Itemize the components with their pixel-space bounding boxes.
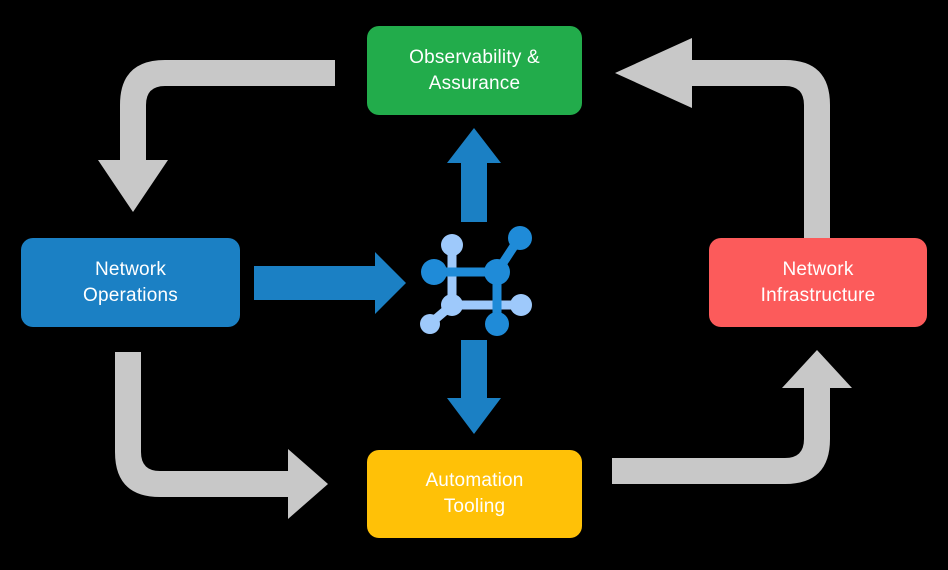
network-node-bottom-left — [441, 294, 463, 316]
network-node-bottom-left-spoke — [420, 314, 440, 334]
arrow-center-to-automation — [447, 340, 501, 434]
arrow-infrastructure-to-observability — [615, 38, 830, 238]
network-node-right-spoke — [510, 294, 532, 316]
network-node-hub — [484, 259, 510, 285]
arrow-operations-to-center — [254, 252, 406, 314]
network-icon-nodes — [420, 226, 532, 336]
network-node-left — [421, 259, 447, 285]
node-box-network-operations[interactable]: Network Operations — [21, 238, 240, 327]
node-box-network-infrastructure[interactable]: Network Infrastructure — [709, 238, 927, 327]
arrow-automation-to-infrastructure — [612, 350, 852, 484]
node-box-observability-assurance[interactable]: Observability & Assurance — [367, 26, 582, 115]
node-box-automation-tooling[interactable]: Automation Tooling — [367, 450, 582, 538]
arrow-observability-to-operations — [98, 60, 335, 212]
arrow-operations-to-automation — [115, 352, 328, 519]
network-node-bottom — [485, 312, 509, 336]
network-node-top-left-spoke — [441, 234, 463, 256]
network-node-top-right — [508, 226, 532, 250]
arrow-center-to-observability — [447, 128, 501, 222]
